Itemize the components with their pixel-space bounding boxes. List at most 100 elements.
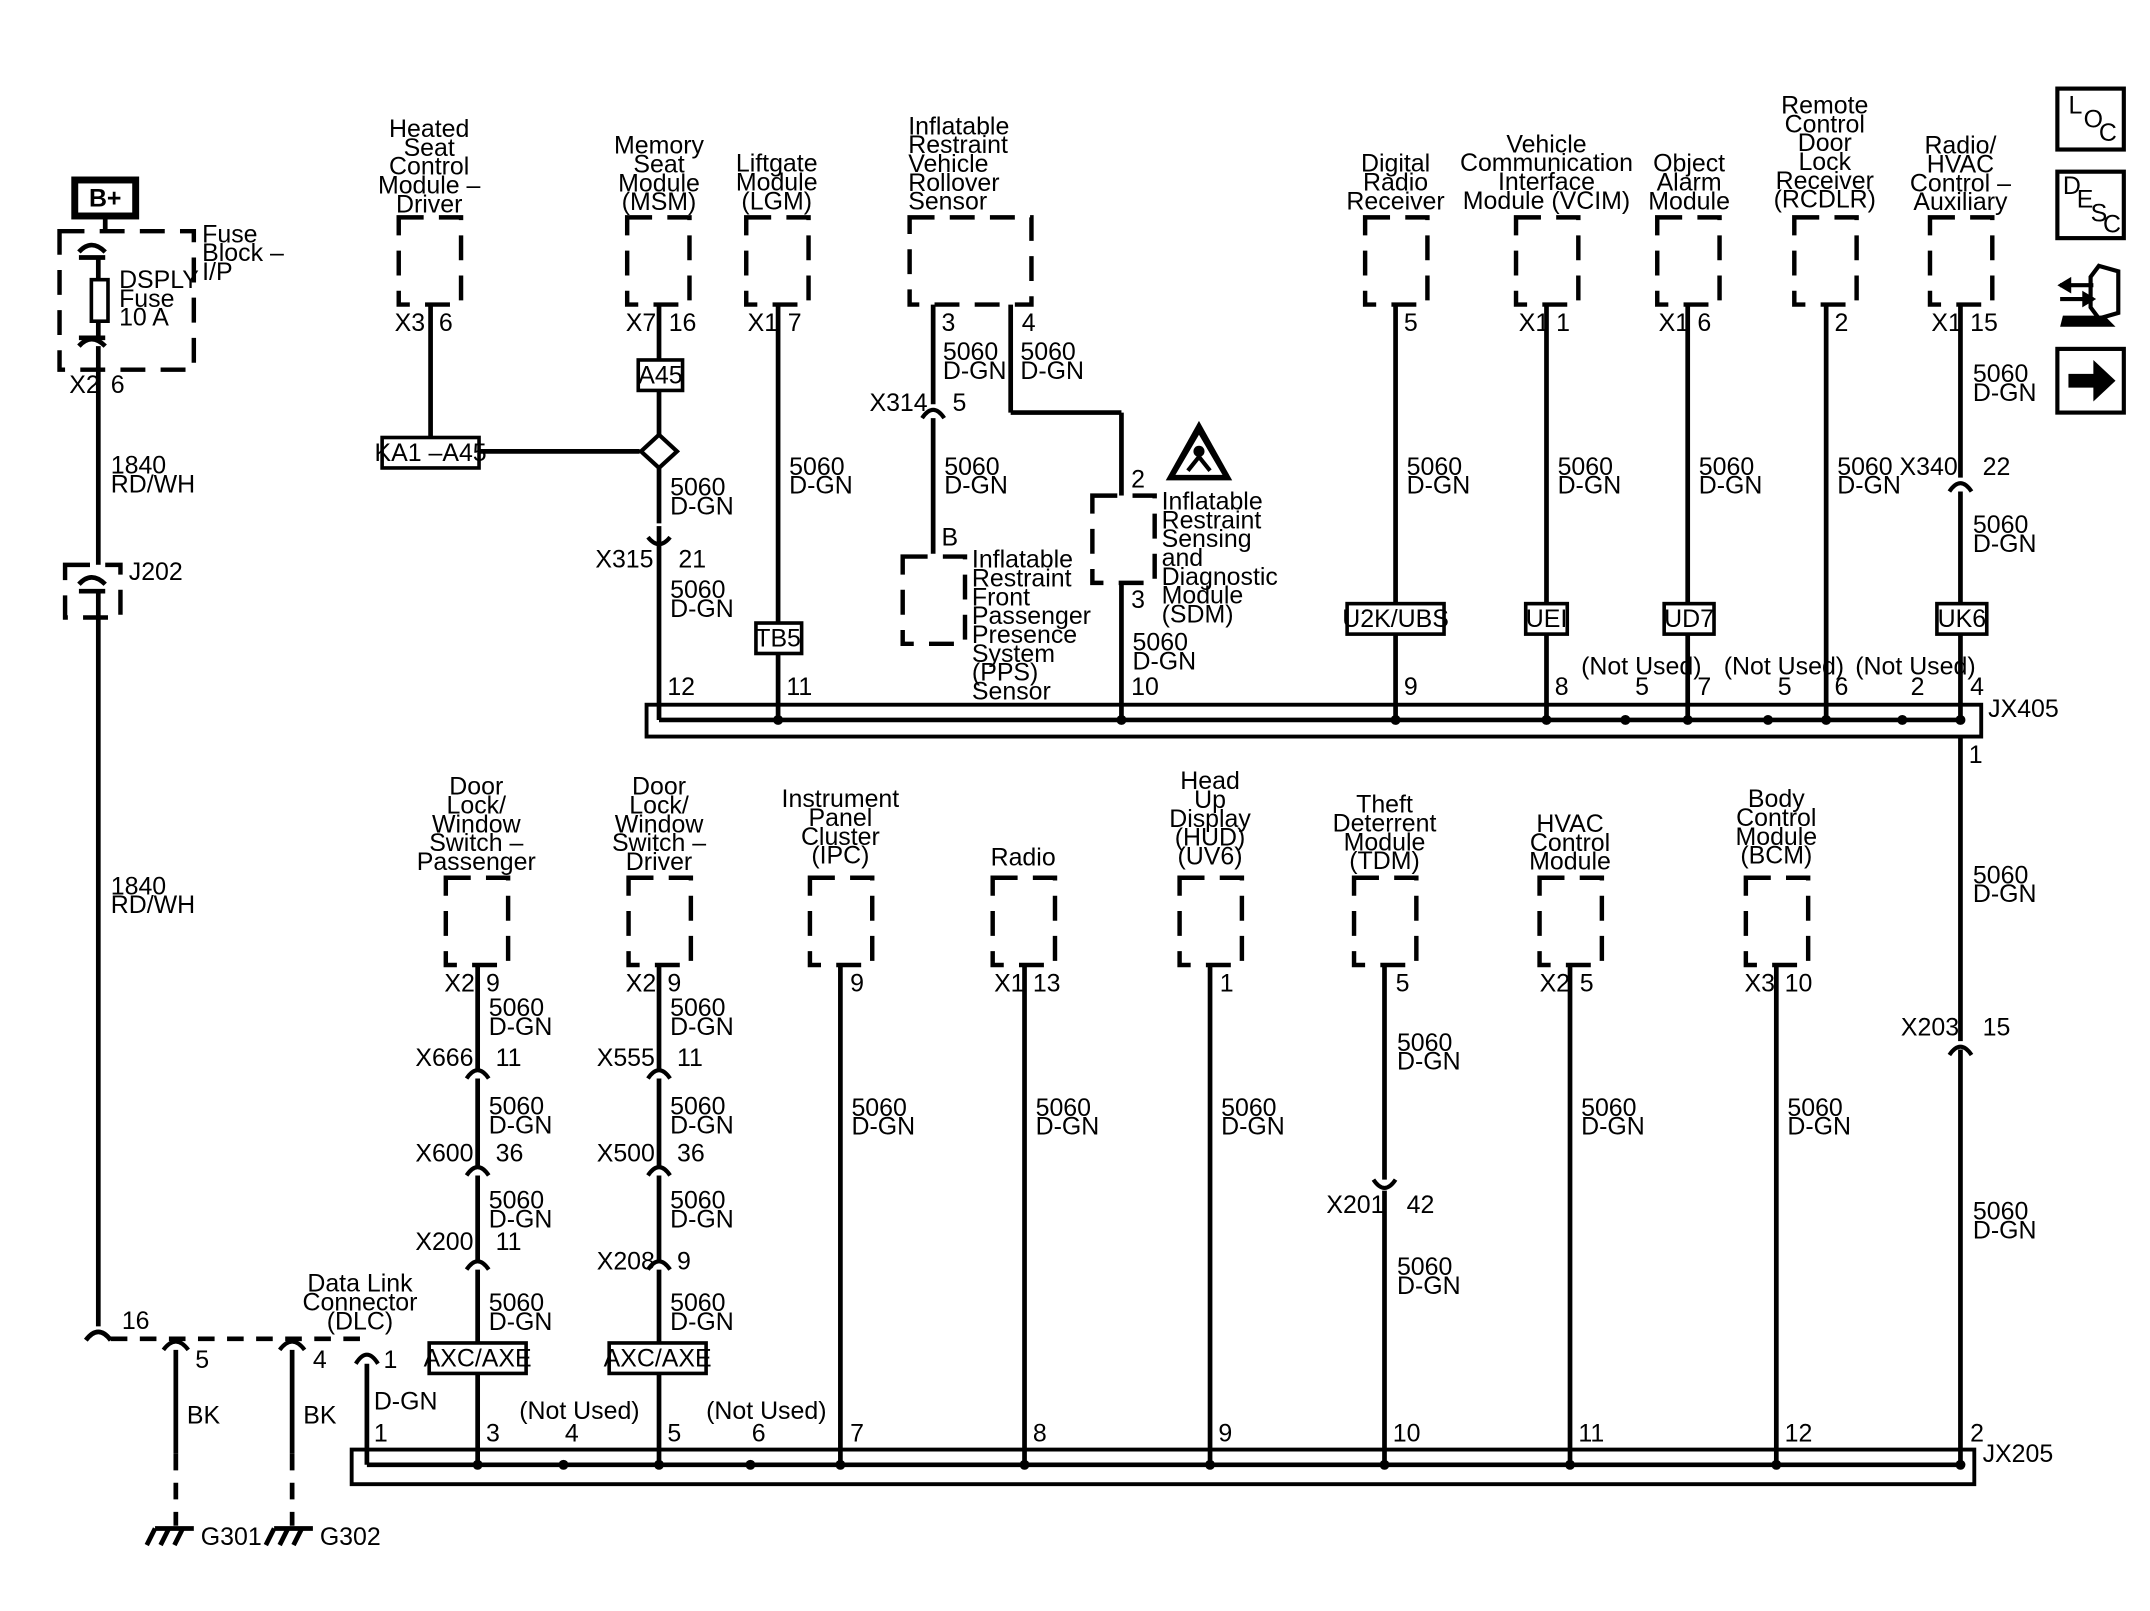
svg-text:15: 15 bbox=[1970, 309, 1998, 337]
svg-text:X2: X2 bbox=[626, 969, 656, 997]
svg-text:11: 11 bbox=[786, 673, 812, 701]
svg-text:3: 3 bbox=[1131, 586, 1145, 614]
svg-text:X666: X666 bbox=[415, 1044, 473, 1072]
jx405-label: JX405 bbox=[1988, 695, 2059, 723]
ground-icon bbox=[144, 1526, 194, 1547]
diamond-splice-icon bbox=[637, 431, 681, 471]
svg-text:9: 9 bbox=[1404, 673, 1418, 701]
svg-text:E: E bbox=[2077, 186, 2094, 214]
svg-text:2: 2 bbox=[1834, 309, 1848, 337]
svg-text:10: 10 bbox=[1785, 969, 1813, 997]
svg-text:X1: X1 bbox=[1659, 309, 1689, 337]
svg-text:L: L bbox=[2068, 92, 2082, 120]
svg-text:7: 7 bbox=[850, 1419, 864, 1447]
svg-text:UEI: UEI bbox=[1526, 605, 1568, 633]
rollover-module bbox=[907, 215, 1034, 307]
nav-icons: L O C D E S C bbox=[2055, 86, 2126, 415]
tdm-module bbox=[1351, 875, 1419, 968]
svg-text:D-GN: D-GN bbox=[374, 1387, 438, 1415]
svg-text:11: 11 bbox=[1578, 1419, 1604, 1447]
jx405-splice-bar: 12 11 10 9 8 5 7 5 6 2 4 (Not Used) (Not… bbox=[644, 652, 2059, 769]
svg-text:21: 21 bbox=[678, 546, 706, 574]
dlc-pin-16: 16 bbox=[122, 1307, 150, 1335]
svg-text:X1: X1 bbox=[1931, 309, 1961, 337]
svg-text:(Not Used): (Not Used) bbox=[706, 1397, 826, 1425]
svg-text:X7: X7 bbox=[626, 309, 656, 337]
svg-text:X555: X555 bbox=[597, 1044, 655, 1072]
svg-text:4: 4 bbox=[565, 1419, 579, 1447]
svg-text:1: 1 bbox=[374, 1419, 388, 1447]
svg-text:B: B bbox=[941, 523, 958, 551]
svg-text:KA1 –A45: KA1 –A45 bbox=[374, 439, 486, 467]
heated-seat-module bbox=[396, 215, 464, 307]
next-arrow-icon[interactable] bbox=[2055, 346, 2126, 415]
svg-text:8: 8 bbox=[1555, 673, 1569, 701]
connector-tool-icon[interactable] bbox=[2057, 263, 2121, 327]
svg-text:X2: X2 bbox=[1540, 969, 1570, 997]
svg-text:X340: X340 bbox=[1900, 453, 1958, 481]
svg-text:9: 9 bbox=[667, 969, 681, 997]
svg-text:(Not Used): (Not Used) bbox=[1724, 652, 1844, 680]
svg-text:X314: X314 bbox=[869, 389, 927, 417]
lgm-module bbox=[744, 215, 811, 307]
svg-text:2: 2 bbox=[1970, 1419, 1984, 1447]
svg-text:X3: X3 bbox=[395, 309, 425, 337]
drr-module bbox=[1362, 215, 1430, 307]
svg-text:5: 5 bbox=[195, 1346, 209, 1374]
svg-text:6: 6 bbox=[1697, 309, 1711, 337]
sdm-module bbox=[1090, 493, 1157, 586]
svg-text:BK: BK bbox=[303, 1401, 337, 1429]
svg-text:TB5: TB5 bbox=[755, 625, 801, 653]
svg-text:11: 11 bbox=[677, 1044, 703, 1072]
b-plus-label: B+ bbox=[89, 184, 122, 212]
jx205-splice-bar: 1 3 4 5 6 7 8 9 10 11 12 2 (Not Used) (N… bbox=[349, 1397, 2054, 1487]
svg-text:1: 1 bbox=[1969, 741, 1983, 769]
svg-text:5: 5 bbox=[1404, 309, 1418, 337]
loc-icon[interactable]: L O C bbox=[2055, 86, 2126, 152]
svg-text:5: 5 bbox=[1396, 969, 1410, 997]
hvac-module bbox=[1537, 875, 1605, 968]
svg-text:X600: X600 bbox=[415, 1140, 473, 1168]
svg-text:42: 42 bbox=[1407, 1191, 1435, 1219]
msm-module bbox=[624, 215, 692, 307]
ka1-box bbox=[380, 435, 481, 470]
svg-text:UD7: UD7 bbox=[1664, 605, 1714, 633]
svg-text:O: O bbox=[2084, 105, 2103, 133]
jx205-label: JX205 bbox=[1983, 1440, 2054, 1468]
svg-text:15: 15 bbox=[1983, 1014, 2011, 1042]
svg-text:X203: X203 bbox=[1901, 1014, 1959, 1042]
svg-text:6: 6 bbox=[752, 1419, 766, 1447]
desc-icon[interactable]: D E S C bbox=[2055, 169, 2126, 241]
svg-text:(Not Used): (Not Used) bbox=[1855, 652, 1975, 680]
svg-text:11: 11 bbox=[496, 1228, 522, 1256]
radio-module bbox=[990, 875, 1058, 968]
svg-text:U2K/UBS: U2K/UBS bbox=[1342, 605, 1449, 633]
